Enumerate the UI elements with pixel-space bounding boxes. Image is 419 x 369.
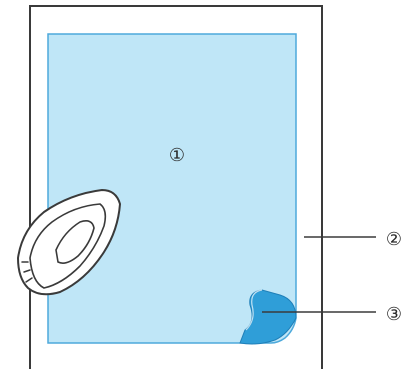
stabilizer-body — [47, 33, 297, 344]
callout-1: ① — [169, 145, 185, 165]
callout-3-label: ③ — [386, 304, 402, 324]
callout-2-label: ② — [386, 229, 402, 249]
stabilizer-curl-highlight — [245, 289, 263, 331]
fabric-frame — [29, 5, 323, 369]
iron-steam-vents — [21, 261, 33, 283]
callout-2: ② — [304, 229, 402, 249]
callout-3: ③ — [262, 304, 402, 324]
callout-1-label: ① — [169, 145, 185, 165]
iron-handle — [55, 220, 95, 264]
iron-icon — [16, 188, 122, 296]
fabric-outline — [29, 5, 323, 369]
stabilizer-sheet — [47, 33, 297, 345]
